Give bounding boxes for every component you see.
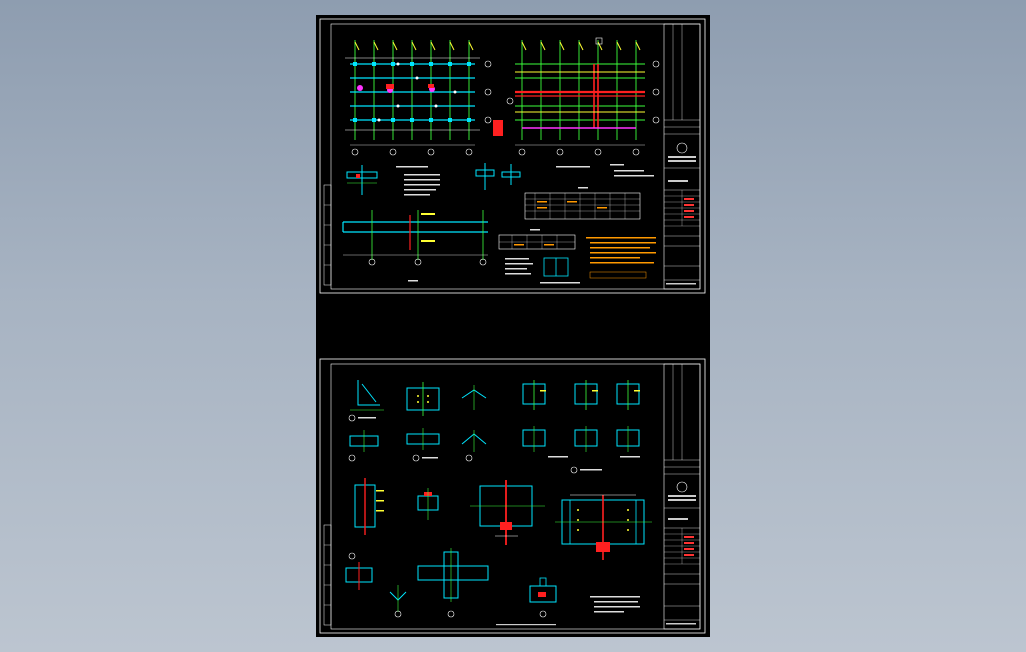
company-logo-icon: [676, 142, 688, 154]
sheet-2-outer-frame: [319, 358, 706, 634]
sheet-1-tables: [498, 187, 656, 284]
sheet-1-outer-frame: [319, 18, 706, 294]
sheet-1-title-block: [663, 23, 701, 290]
sheet-2-title-block: [663, 363, 701, 630]
company-logo-icon: [676, 481, 688, 493]
sheet-2: [319, 358, 706, 634]
sheet-2-binding-strip: [323, 524, 332, 626]
plan-view-left: [345, 40, 492, 156]
sheet-1-binding-strip: [323, 184, 332, 286]
sheet-1-details: [342, 120, 654, 282]
plan-view-right: [506, 37, 660, 156]
sheet-1: [319, 18, 706, 294]
connection-details: [345, 380, 652, 626]
sheet-2-inner-frame: [330, 363, 701, 630]
